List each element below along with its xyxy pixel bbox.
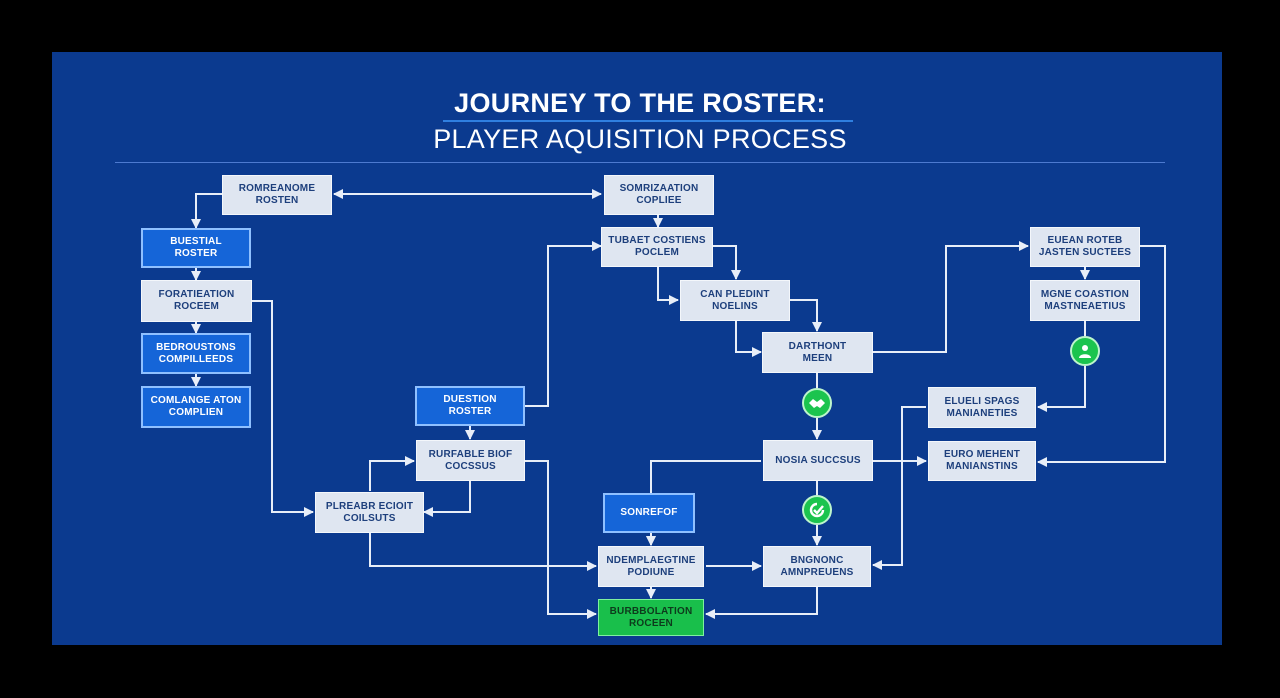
node-label-line: COPLIEE xyxy=(636,195,682,206)
node-label-line: NOSIA SUCCSUS xyxy=(775,454,861,466)
node-label-line: COMPLIEN xyxy=(168,407,224,418)
connector-n20-n21 xyxy=(705,587,818,619)
node-label-line: COILSUTS xyxy=(343,512,396,524)
handshake-icon xyxy=(802,388,832,418)
node-label-line: MGNE COASTION xyxy=(1040,288,1130,300)
connector-n5-n16 xyxy=(1037,245,1166,467)
process-node[interactable]: SOMRIZAATION COPLIEE xyxy=(604,175,714,215)
process-node[interactable]: FORATIEATION ROCEEM xyxy=(141,280,252,322)
node-label-line: PODIUNE xyxy=(627,566,675,578)
node-label-line: BURBBOLATION xyxy=(609,605,693,617)
node-label-line: BEDROUSTONS xyxy=(156,341,236,353)
process-node[interactable]: DUESTION ROSTER xyxy=(415,386,525,426)
process-node[interactable]: EURO MEHENT MANIANSTINS xyxy=(928,441,1036,481)
node-label-line: COMLANGE ATON xyxy=(150,395,242,406)
node-label-line: COCSSUS xyxy=(445,460,496,472)
process-node[interactable]: TUBAET COSTIENS POCLEM xyxy=(601,227,713,267)
process-node[interactable]: BURBBOLATION ROCEEN xyxy=(598,599,704,636)
diagram-subtitle: PLAYER AQUISITION PROCESS xyxy=(433,124,847,154)
node-label-line: BNGNONC xyxy=(790,554,844,566)
node-label-line: COMPILLEEDS xyxy=(158,353,234,365)
process-node[interactable]: RURFABLE BIOF COCSSUS xyxy=(416,440,525,481)
connector-n17-n19 xyxy=(369,533,597,571)
node-label-line: NOELINS xyxy=(712,300,758,312)
node-label-line: ROCEEN xyxy=(629,617,673,629)
node-label-line: RURFABLE BIOF xyxy=(428,448,513,460)
node-label-line: JASTEN SUCTEES xyxy=(1038,247,1132,258)
diagram-title: JOURNEY TO THE ROSTER: xyxy=(454,88,826,118)
process-node[interactable]: MGNE COASTION MASTNEAETIUS xyxy=(1030,280,1140,321)
connector-n4-n7b xyxy=(657,267,679,305)
connector-n14-n21 xyxy=(525,460,597,619)
process-node[interactable]: BEDROUSTONS COMPILLEEDS xyxy=(141,333,251,374)
process-node[interactable]: COMLANGE ATON COMPLIEN xyxy=(141,386,251,428)
node-label-line: ROMREANOME xyxy=(238,183,316,194)
node-label-line: AMNPREUENS xyxy=(780,566,854,578)
connector-n13-n20 xyxy=(872,406,926,570)
node-label-line: ELUELI SPAGS xyxy=(944,395,1020,407)
process-node[interactable]: EUEAN ROTEB JASTEN SUCTEES xyxy=(1030,227,1140,267)
node-label-line: MANIANSTINS xyxy=(946,461,1018,472)
connector-n12-n4 xyxy=(525,241,602,407)
node-label-line: FORATIEATION xyxy=(158,289,235,300)
node-label-line: EURO MEHENT xyxy=(943,449,1021,460)
node-label-line: SONREFOF xyxy=(620,507,678,518)
process-node[interactable]: PLREABR ECIOIT COILSUTS xyxy=(315,492,424,533)
title-underline xyxy=(443,120,853,122)
process-node[interactable]: DARTHONT MEEN xyxy=(762,332,873,373)
node-label-line: DARTHONT xyxy=(788,340,847,352)
node-label-line: SOMRIZAATION xyxy=(619,183,699,194)
node-label-line: EUEAN ROTEB xyxy=(1047,235,1123,246)
node-label-line: ROSTEN xyxy=(255,195,299,206)
node-label-line: MEEN xyxy=(802,352,833,364)
node-label-line: CAN PLEDINT xyxy=(700,288,770,300)
node-label-line: ROSTER xyxy=(174,248,218,259)
user-icon xyxy=(1070,336,1100,366)
node-label-line: TUBAET COSTIENS xyxy=(608,235,706,246)
node-label-line: NDEMPLAEGTINE xyxy=(606,554,696,566)
connector-n10-n5 xyxy=(873,241,1029,353)
process-node[interactable]: BUESTIAL ROSTER xyxy=(141,228,251,268)
process-node[interactable]: NOSIA SUCCSUS xyxy=(763,440,873,481)
node-label-line: PLREABR ECIOIT xyxy=(325,500,414,512)
node-label-line: BUESTIAL xyxy=(170,236,222,247)
process-node[interactable]: NDEMPLAEGTINE PODIUNE xyxy=(598,546,704,587)
check-icon xyxy=(802,495,832,525)
process-node[interactable]: SONREFOF xyxy=(603,493,695,533)
connector-n4-n7 xyxy=(713,245,741,280)
connector-c1-n13 xyxy=(1037,366,1086,412)
node-label-line: ROCEEM xyxy=(173,301,220,312)
connector-n7-n10b xyxy=(735,321,762,357)
header-divider xyxy=(115,162,1165,163)
node-label-line: MASTNEAETIUS xyxy=(1044,300,1126,312)
connector-n6-n17 xyxy=(252,300,314,517)
node-label-line: ROSTER xyxy=(448,406,492,417)
process-node[interactable]: ROMREANOME ROSTEN xyxy=(222,175,332,215)
connector-n14-n17 xyxy=(423,481,471,517)
node-label-line: MANIANETIES xyxy=(946,407,1018,419)
process-node[interactable]: ELUELI SPAGS MANIANETIES xyxy=(928,387,1036,428)
connector-n1-n3 xyxy=(191,193,222,229)
node-label-line: DUESTION xyxy=(443,394,497,405)
process-node[interactable]: BNGNONC AMNPREUENS xyxy=(763,546,871,587)
connector-n7-n10 xyxy=(790,299,822,332)
node-label-line: POCLEM xyxy=(635,247,679,258)
connector-n17-n14 xyxy=(369,456,415,491)
process-node[interactable]: CAN PLEDINT NOELINS xyxy=(680,280,790,321)
